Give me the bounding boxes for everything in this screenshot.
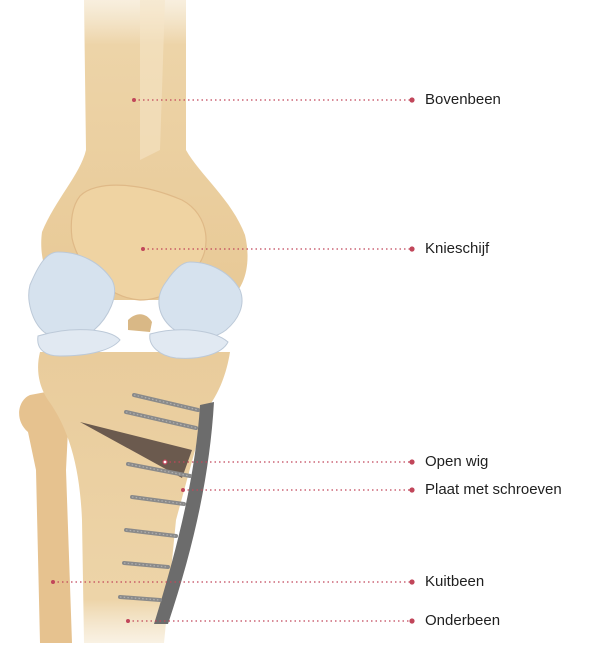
label-tibia: Onderbeen [425, 612, 500, 630]
leader-start-dot-patella [141, 247, 145, 251]
leader-end-dot-patella [409, 246, 414, 251]
fibula-bone [19, 392, 72, 643]
joint-notch [128, 314, 152, 332]
label-plate: Plaat met schroeven [425, 481, 562, 499]
label-femur: Bovenbeen [425, 91, 501, 109]
leader-start-dot-femur [132, 98, 136, 102]
leader-end-dot-femur [409, 97, 414, 102]
leader-start-dot-tibia [126, 619, 130, 623]
leader-end-dot-fibula [409, 579, 414, 584]
leader-end-dot-tibia [409, 618, 414, 623]
leader-start-dot-wedge [163, 460, 167, 464]
leader-end-dot-wedge [409, 459, 414, 464]
leader-start-dot-plate [181, 488, 185, 492]
label-open-wedge: Open wig [425, 453, 488, 471]
leader-end-dot-plate [409, 487, 414, 492]
label-patella: Knieschijf [425, 240, 489, 258]
label-fibula: Kuitbeen [425, 573, 484, 591]
leader-start-dot-fibula [51, 580, 55, 584]
